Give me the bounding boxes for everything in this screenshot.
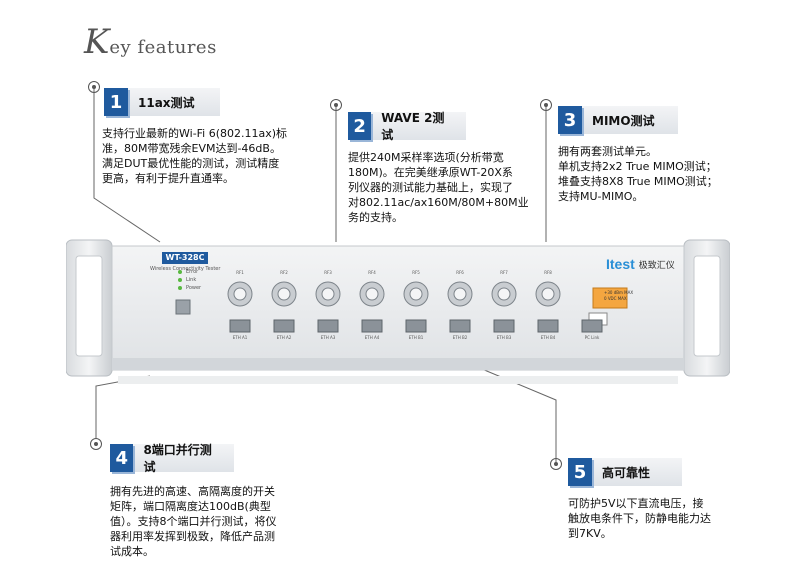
eth-port-label: ETH B4 [540,335,556,340]
feature-5-number: 5 [568,458,592,486]
tester-illustration [65,239,731,384]
feature-4-number: 4 [110,444,134,472]
feature-1-header: 1 11ax测试 [104,88,220,116]
eth-port-label: ETH A3 [320,335,336,340]
eth-port-label: ETH B2 [452,335,468,340]
eth-port-label: ETH A2 [276,335,292,340]
rf-port-label: RF6 [456,270,464,275]
eth-port-label: ETH B1 [408,335,424,340]
feature-1-number: 1 [104,88,128,116]
rf-port-core [365,287,379,301]
feature-5-title: 高可靠性 [602,465,651,480]
section-title: Key features [84,22,217,62]
eth-port-label: ETH B3 [496,335,512,340]
rf-port-label: RF5 [412,270,420,275]
rf-port-core [321,287,335,301]
eth-port-8 [537,319,559,333]
device-model: WT-328C [165,253,205,262]
rf-port-core [497,287,511,301]
eth-port-label: PC Link [584,335,600,340]
feature-5-header: 5 高可靠性 [568,458,682,486]
led-power: Power [178,284,201,292]
rf-port-core [233,287,247,301]
feature-4-header: 4 8端口并行测试 [110,443,234,474]
rf-port-label: RF7 [500,270,508,275]
feature-4-description: 拥有先进的高速、高隔离度的开关 矩阵，端口隔离度达100dB(典型 值）。支持8… [110,485,277,558]
led-link: Link [178,276,201,284]
feature-4-title: 8端口并行测试 [143,443,212,474]
warning-label: +30 dBm MAX 0 VDC MAX [604,290,634,301]
rf-port-label: RF4 [368,270,376,275]
eth-port-2 [273,319,295,333]
callout-target-2 [330,99,342,111]
brand-name-cn: 极致汇仪 [638,260,675,271]
feature-2-header: 2 WAVE 2测试 [348,111,466,142]
rf-port-label: RF2 [280,270,288,275]
rf-port-core [453,287,467,301]
eth-port-label: ETH A4 [364,335,380,340]
feature-3-header: 3 MIMO测试 [558,106,678,134]
eth-port-9 [581,319,603,333]
rf-port-core [277,287,291,301]
eth-port-3 [317,319,339,333]
device-subtitle: Wireless Connectivity Tester [150,266,221,272]
rf-port-label: RF1 [236,270,244,275]
eth-port-7 [493,319,515,333]
rf-port-core [409,287,423,301]
feature-3-title: MIMO测试 [592,113,655,128]
feature-3-number: 3 [558,106,582,134]
callout-target-1 [88,81,100,93]
feature-3-description: 拥有两套测试单元。 单机支持2x2 True MIMO测试； 堆叠支持8X8 T… [558,145,718,203]
device-front-panel: WT-328C Wireless Connectivity Tester Ite… [65,238,731,386]
eth-port-4 [361,319,383,333]
rf-port-label: RF3 [324,270,332,275]
status-leds: Error Link Power [178,269,201,292]
feature-1-description: 支持行业最新的Wi-Fi 6(802.11ax)标 准，80M带宽残余EVM达到… [102,127,288,185]
brand-logo: Itest 极致汇仪 [606,256,675,272]
feature-5-description: 可防护5V以下直流电压，接 触放电条件下，防静电能力达 到7KV。 [568,497,711,540]
feature-2-description: 提供240M采样率选项(分析带宽 180M)。在完美继承原WT-20X系 列仪器… [348,151,529,224]
eth-port-label: ETH A1 [232,335,248,340]
rf-port-core [541,287,555,301]
brand-name: Itest [606,256,635,272]
led-error: Error [178,268,201,276]
rf-port-label: RF8 [544,270,552,275]
callout-target-4 [90,438,102,450]
feature-1-title: 11ax测试 [138,95,195,110]
eth-port-6 [449,319,471,333]
callout-target-5 [550,458,562,470]
title-rest: ey features [109,37,217,58]
eth-port-1 [229,319,251,333]
feature-2-number: 2 [348,112,372,140]
eth-port-5 [405,319,427,333]
title-initial: K [84,22,110,62]
feature-2-title: WAVE 2测试 [381,111,445,142]
callout-target-3 [540,99,552,111]
